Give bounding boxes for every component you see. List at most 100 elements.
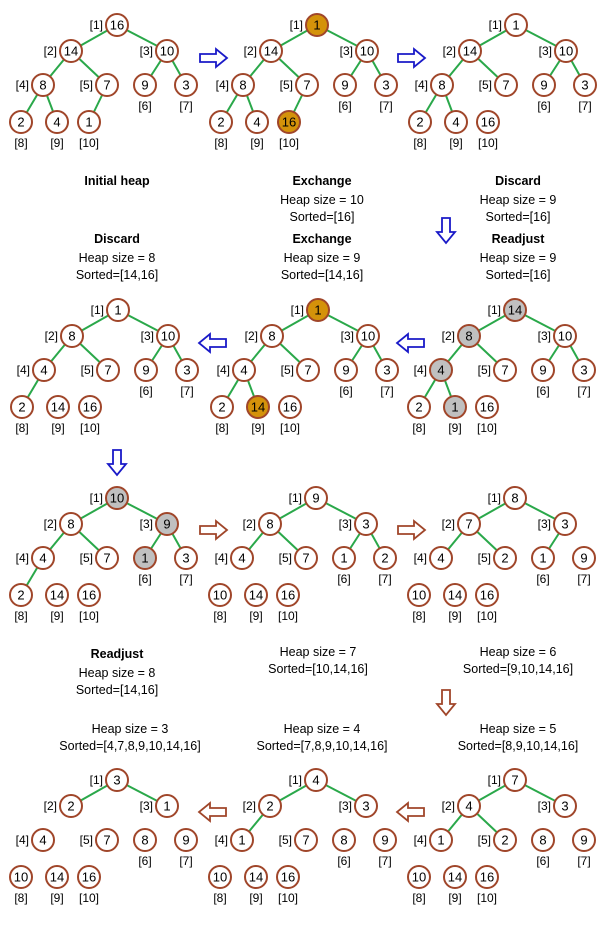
node-index-label: [6] bbox=[537, 99, 550, 113]
heap-panel-8: 9[1]8[2]3[3]4[4]7[5]1[6]2[7]10[8]14[9]16… bbox=[208, 486, 397, 676]
panel-caption-line: Sorted=[8,9,10,14,16] bbox=[458, 739, 579, 753]
heap-node bbox=[429, 546, 453, 570]
node-value: 3 bbox=[561, 799, 568, 814]
node-value: 7 bbox=[501, 363, 508, 378]
node-value: 2 bbox=[17, 115, 24, 130]
node-value: 7 bbox=[103, 551, 110, 566]
panel-caption-line: Heap size = 8 bbox=[79, 251, 156, 265]
panel-title: Initial heap bbox=[84, 174, 150, 188]
node-value: 8 bbox=[465, 329, 472, 344]
left-arrow-icon bbox=[395, 801, 425, 823]
node-value: 1 bbox=[340, 551, 347, 566]
heap-node bbox=[276, 865, 300, 889]
heap-node bbox=[493, 358, 517, 382]
node-index-label: [2] bbox=[44, 44, 57, 58]
heap-node bbox=[531, 828, 555, 852]
heap-panel-2: 1[1]14[2]10[3]8[4]7[5]9[6]3[7]2[8]4[9]16… bbox=[209, 13, 398, 224]
node-value: 9 bbox=[580, 551, 587, 566]
node-index-label: [2] bbox=[244, 44, 257, 58]
node-index-label: [1] bbox=[488, 773, 501, 787]
heap-node bbox=[553, 512, 577, 536]
node-index-label: [9] bbox=[251, 421, 264, 435]
panel-title: Readjust bbox=[492, 232, 546, 246]
node-value: 4 bbox=[465, 799, 472, 814]
panel-caption-line: Sorted=[16] bbox=[290, 210, 355, 224]
node-value: 8 bbox=[268, 329, 275, 344]
node-index-label: [8] bbox=[15, 421, 28, 435]
heap-panel-9: 8[1]7[2]3[3]4[4]2[5]1[6]9[7]10[8]14[9]16… bbox=[407, 486, 596, 676]
node-index-label: [1] bbox=[90, 773, 103, 787]
node-value: 1 bbox=[437, 833, 444, 848]
node-index-label: [8] bbox=[213, 891, 226, 905]
node-value: 9 bbox=[539, 363, 546, 378]
heap-node bbox=[134, 358, 158, 382]
heap-node bbox=[554, 39, 578, 63]
heap-node bbox=[209, 110, 233, 134]
node-index-label: [9] bbox=[449, 136, 462, 150]
heap-node bbox=[457, 324, 481, 348]
panel-title: Discard bbox=[495, 174, 541, 188]
node-value: 16 bbox=[82, 870, 96, 885]
heap-node bbox=[32, 358, 56, 382]
node-value: 14 bbox=[249, 870, 263, 885]
node-value: 16 bbox=[480, 588, 494, 603]
right-arrow-icon bbox=[397, 519, 427, 541]
node-index-label: [6] bbox=[338, 99, 351, 113]
node-value: 4 bbox=[240, 363, 247, 378]
node-index-label: [4] bbox=[16, 551, 29, 565]
node-value: 8 bbox=[39, 78, 46, 93]
heap-panel-1: 16[1]14[2]10[3]8[4]7[5]9[6]3[7]2[8]4[9]1… bbox=[9, 13, 198, 188]
heap-node bbox=[443, 865, 467, 889]
node-value: 7 bbox=[303, 78, 310, 93]
left-arrow-icon bbox=[197, 801, 227, 823]
node-value: 9 bbox=[312, 491, 319, 506]
node-index-label: [10] bbox=[79, 609, 99, 623]
node-index-label: [7] bbox=[378, 854, 391, 868]
node-value: 3 bbox=[581, 78, 588, 93]
node-value: 7 bbox=[465, 517, 472, 532]
heap-node bbox=[246, 395, 270, 419]
left-arrow-icon bbox=[395, 332, 425, 354]
node-index-label: [2] bbox=[442, 799, 455, 813]
panel-caption-line: Sorted=[14,16] bbox=[76, 268, 158, 282]
heap-node bbox=[294, 828, 318, 852]
heap-node bbox=[230, 828, 254, 852]
heap-node bbox=[532, 73, 556, 97]
heap-node bbox=[133, 828, 157, 852]
node-value: 14 bbox=[463, 44, 477, 59]
node-value: 10 bbox=[14, 870, 28, 885]
right-arrow-icon bbox=[199, 47, 229, 69]
node-value: 14 bbox=[50, 870, 64, 885]
heap-node bbox=[531, 546, 555, 570]
node-index-label: [3] bbox=[141, 329, 154, 343]
node-value: 14 bbox=[51, 400, 65, 415]
heap-node bbox=[503, 486, 527, 510]
node-index-label: [2] bbox=[245, 329, 258, 343]
panel-caption-line: Sorted=[10,14,16] bbox=[268, 662, 368, 676]
node-value: 16 bbox=[480, 870, 494, 885]
heap-node bbox=[95, 73, 119, 97]
node-value: 3 bbox=[580, 363, 587, 378]
node-index-label: [10] bbox=[79, 891, 99, 905]
heap-node bbox=[95, 828, 119, 852]
panel-caption-line: Heap size = 4 bbox=[284, 722, 361, 736]
node-index-label: [9] bbox=[448, 609, 461, 623]
node-value: 2 bbox=[217, 115, 224, 130]
node-index-label: [3] bbox=[341, 329, 354, 343]
heap-node bbox=[59, 794, 83, 818]
heap-node bbox=[407, 395, 431, 419]
heap-node bbox=[258, 794, 282, 818]
node-index-label: [4] bbox=[216, 78, 229, 92]
node-index-label: [7] bbox=[378, 572, 391, 586]
node-index-label: [5] bbox=[80, 551, 93, 565]
node-value: 10 bbox=[213, 870, 227, 885]
node-index-label: [4] bbox=[16, 833, 29, 847]
node-value: 9 bbox=[342, 363, 349, 378]
node-value: 2 bbox=[266, 799, 273, 814]
node-value: 1 bbox=[141, 551, 148, 566]
node-index-label: [5] bbox=[279, 833, 292, 847]
heap-node bbox=[457, 794, 481, 818]
panel-caption-line: Sorted=[14,16] bbox=[76, 683, 158, 697]
heap-node bbox=[494, 73, 518, 97]
